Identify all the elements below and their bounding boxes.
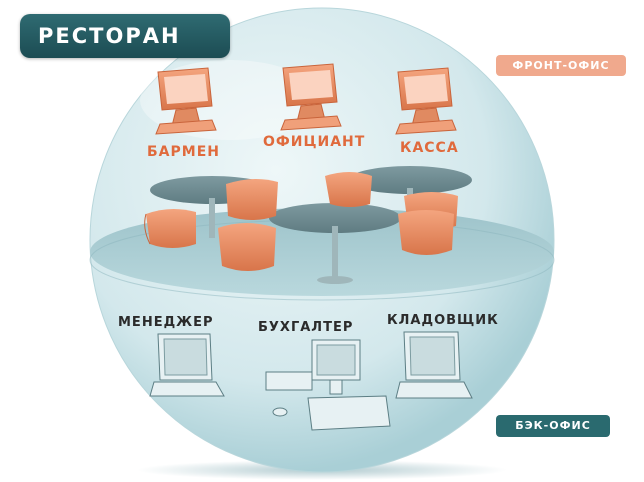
armchair-icon <box>218 223 276 271</box>
role-bartender: БАРМЕН <box>147 144 220 160</box>
role-waiter: ОФИЦИАНТ <box>263 134 366 150</box>
armchair-icon <box>226 178 278 220</box>
pos-terminal-icon <box>395 67 457 135</box>
role-storekeeper: КЛАДОВЩИК <box>387 313 499 328</box>
armchair-icon <box>325 172 372 207</box>
pos-terminal-icon <box>155 67 217 135</box>
role-manager: МЕНЕДЖЕР <box>118 315 214 330</box>
laptop-icon <box>149 333 225 397</box>
armchair-icon <box>398 210 454 255</box>
laptop-icon <box>395 331 473 399</box>
front-office-badge: ФРОНТ-ОФИС <box>496 55 626 76</box>
table-icon <box>269 203 401 284</box>
desktop-computer-icon <box>265 339 391 431</box>
armchair-icon <box>144 208 196 248</box>
back-office-badge: БЭК-ОФИС <box>496 415 610 437</box>
title-badge: РЕСТОРАН <box>20 14 230 58</box>
pos-terminal-icon <box>280 63 342 131</box>
role-cashier: КАССА <box>400 140 459 156</box>
role-accountant: БУХГАЛТЕР <box>258 320 354 335</box>
